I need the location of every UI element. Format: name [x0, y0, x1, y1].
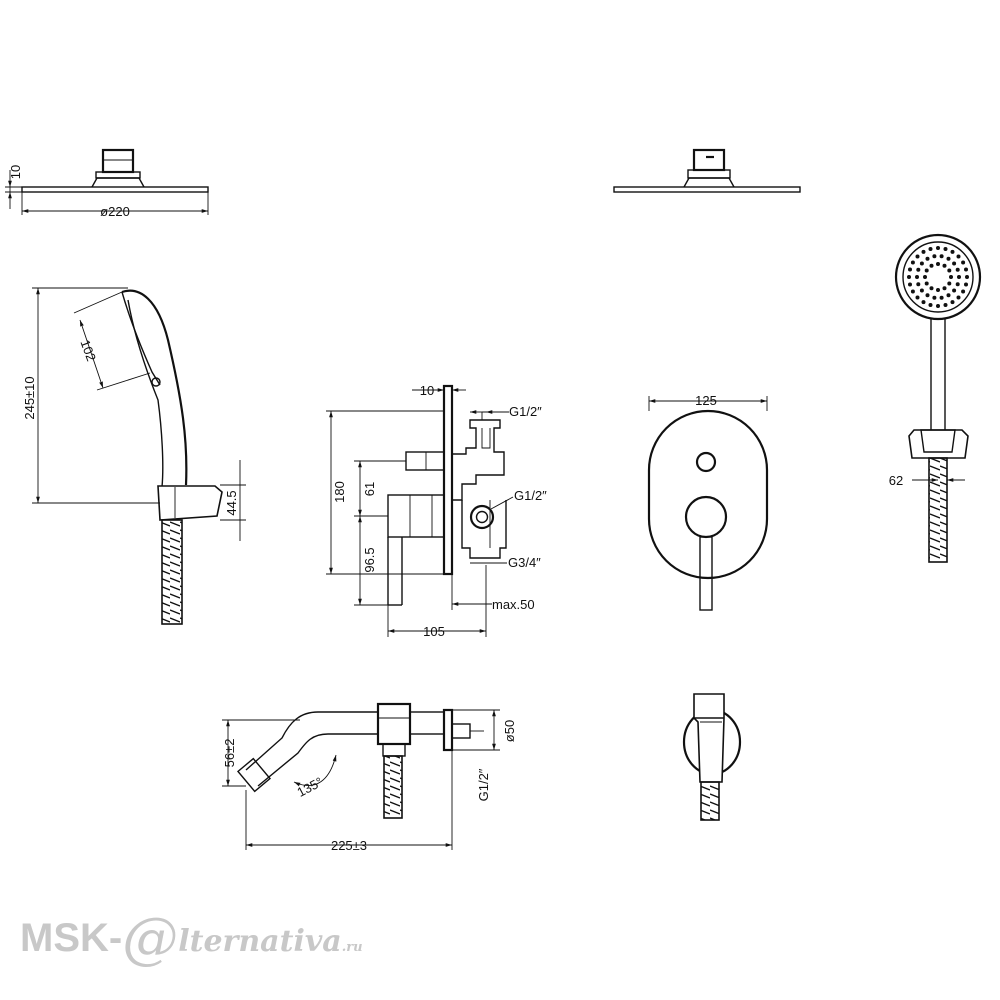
watermark-domain: .ru: [341, 940, 363, 955]
dim-height-180: 180: [332, 481, 347, 503]
nozzle-dot: [916, 282, 921, 287]
mixer-front-view: [647, 396, 769, 611]
nozzle-dot: [950, 300, 955, 305]
hand-shower-side-view: [32, 287, 246, 625]
nozzle-dot: [915, 295, 920, 300]
hand-shower-front-view: [894, 233, 982, 563]
nozzle-dot: [915, 254, 920, 259]
nozzle-dot: [929, 263, 934, 268]
dim-hand-shower-length: 245±10: [22, 376, 37, 419]
dim-head-diameter: ø220: [100, 204, 130, 219]
nozzle-dot: [915, 275, 919, 279]
nozzle-dot: [956, 254, 961, 259]
nozzle-dot: [939, 254, 944, 259]
nozzle-dot: [965, 275, 969, 279]
dim-arm-length: 225±3: [331, 838, 367, 853]
watermark-brand: MSK-: [20, 916, 123, 960]
nozzle-dot: [936, 304, 940, 308]
dim-lower-outlet: 96.5: [362, 547, 377, 572]
dim-handset-width: 62: [889, 473, 903, 488]
nozzle-dot: [936, 246, 940, 250]
mixer-section-view: [326, 384, 514, 637]
nozzle-dot: [908, 282, 912, 287]
nozzle-dot: [952, 261, 957, 266]
nozzle-dot: [932, 254, 937, 259]
nozzle-dot: [908, 267, 912, 272]
dim-max-depth: max.50: [492, 597, 535, 612]
nozzle-dot: [929, 286, 934, 291]
dim-arm-drop: 56±2: [222, 739, 237, 768]
dim-thread-top: G1/2″: [509, 404, 542, 419]
nozzle-dot: [936, 288, 940, 292]
dim-thread-mid: G1/2″: [514, 488, 547, 503]
nozzle-dot: [932, 295, 937, 300]
watermark-at-symbol: @: [122, 906, 179, 971]
nozzle-dot: [947, 268, 952, 273]
head-shower-side-view: [5, 148, 209, 215]
nozzle-dot: [956, 295, 961, 300]
nozzle-dot: [947, 281, 952, 286]
nozzle-dot: [939, 295, 944, 300]
nozzle-dot: [964, 282, 968, 287]
nozzle-dot: [952, 288, 957, 293]
nozzle-dot: [936, 262, 940, 266]
head-shower-side-view-right: [613, 148, 801, 193]
watermark: MSK-@lternativa.ru: [20, 900, 363, 971]
dim-plate-thickness: 10: [420, 383, 434, 398]
nozzle-dot: [928, 247, 933, 251]
nozzle-dot: [919, 288, 924, 293]
shower-arm-side-view: [222, 702, 500, 850]
watermark-name: lternativa: [178, 924, 342, 959]
dim-head-thickness: 10: [8, 165, 23, 179]
dim-thread-inlet: G3/4″: [508, 555, 541, 570]
nozzle-dot: [946, 293, 951, 298]
nozzle-dot: [950, 249, 955, 254]
nozzle-dot: [942, 286, 947, 291]
nozzle-dot: [928, 303, 933, 307]
wall-outlet-front-view: [682, 693, 742, 821]
nozzle-dot: [910, 289, 915, 294]
nozzle-dot: [957, 275, 961, 279]
dim-flange-diameter: ø50: [502, 720, 517, 742]
nozzle-dot: [924, 268, 929, 273]
nozzle-dot: [919, 261, 924, 266]
nozzle-dot: [961, 289, 966, 294]
nozzle-dot: [921, 249, 926, 254]
dim-hand-head-size: 102: [77, 338, 99, 364]
nozzle-dot: [961, 260, 966, 265]
dim-arm-angle: 135°: [294, 774, 325, 800]
nozzle-dot: [949, 275, 953, 279]
nozzle-dot: [923, 275, 927, 279]
nozzle-dot: [955, 282, 960, 287]
nozzle-dot: [910, 260, 915, 265]
dim-holder-height: 44.5: [224, 490, 239, 515]
nozzle-dot: [964, 267, 968, 272]
nozzle-dot: [925, 256, 930, 261]
nozzle-dot: [924, 281, 929, 286]
nozzle-dot: [943, 303, 948, 307]
nozzle-dot: [942, 263, 947, 268]
nozzle-dot: [925, 293, 930, 298]
nozzle-dots: [907, 246, 969, 308]
dim-mixer-depth: 105: [423, 624, 445, 639]
nozzle-dot: [943, 247, 948, 251]
dim-plate-width: 125: [695, 393, 717, 408]
nozzle-dot: [916, 267, 921, 272]
nozzle-dot: [955, 267, 960, 272]
nozzle-dot: [946, 256, 951, 261]
nozzle-dot: [907, 275, 911, 279]
dim-upper-outlet: 61: [362, 482, 377, 496]
dim-arm-thread: G1/2″: [476, 768, 491, 801]
nozzle-dot: [921, 300, 926, 305]
